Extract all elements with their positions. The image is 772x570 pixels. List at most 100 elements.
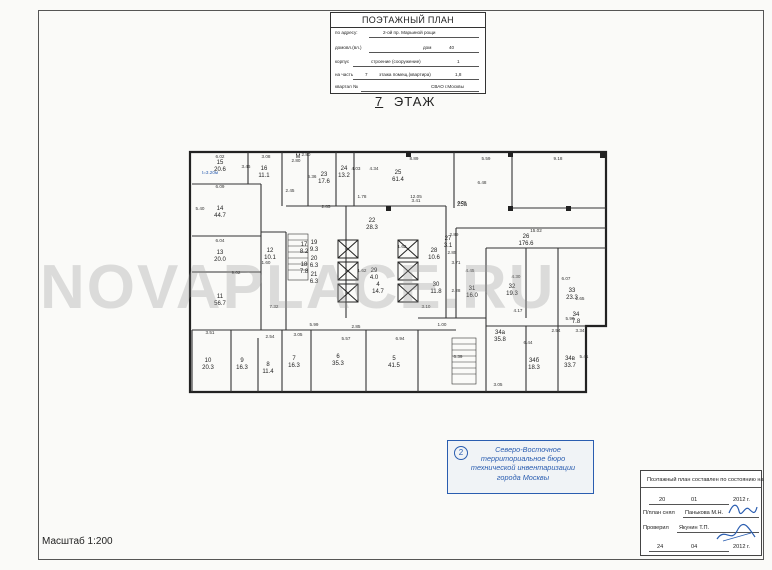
scale-label: Масштаб 1:200: [42, 536, 113, 547]
room-area: 19.3: [506, 291, 518, 297]
dimension-label: 6.36: [308, 174, 317, 179]
room-number: 25а: [457, 202, 468, 208]
date2-year: 2012 г.: [733, 544, 750, 550]
room-area: 20.0: [214, 257, 226, 263]
room-area: 16.3: [288, 363, 300, 369]
dimension-label: 5.40: [196, 206, 205, 211]
room-area: 3.1: [444, 243, 453, 249]
date2-day: 24: [657, 544, 664, 550]
dimension-label: 3.34: [576, 328, 585, 333]
room-number: 24: [341, 166, 348, 172]
date1-month: 01: [691, 497, 698, 503]
room-number: 12: [267, 248, 274, 254]
room-number: 17: [301, 242, 308, 248]
watermark: NOVAPLACE.RU: [40, 253, 556, 322]
dimension-label: 5.57: [342, 336, 351, 341]
room-number: М: [296, 154, 301, 160]
room-number: 27: [445, 236, 452, 242]
address-label: по адресу:: [335, 30, 358, 35]
dimension-label: 3.51: [206, 330, 215, 335]
room-area: 44.7: [214, 213, 226, 219]
room-number: 34: [573, 312, 580, 318]
house-label: домовл.(вл.): [335, 45, 362, 50]
room-number: 30: [433, 282, 440, 288]
planned-name: Панькова М.Н.: [685, 510, 724, 516]
columns: [386, 152, 606, 211]
dimension-label: 1.78: [358, 194, 367, 199]
dimension-label: 2.54: [552, 328, 561, 333]
dimension-label: 3.05: [294, 332, 303, 337]
room-area: 16.3: [236, 365, 248, 371]
dimension-label: 9.02: [232, 270, 241, 275]
dimension-label: 6.04: [216, 238, 225, 243]
room-area: 33.7: [564, 363, 576, 369]
room-area: 10.6: [428, 255, 440, 261]
date2-month: 04: [691, 544, 698, 550]
dimension-label: 9.18: [554, 156, 563, 161]
dimension-label: 2.89: [450, 232, 459, 237]
dimension-label: 7.32: [270, 304, 279, 309]
stroenie-label: строение (сооружение): [371, 59, 421, 64]
signoff-block: Поэтажный план составлен по состоянию на…: [640, 470, 764, 556]
dimension-label: 4.03: [352, 166, 361, 171]
dimension-label: 6.48: [478, 180, 487, 185]
room-number: 10: [205, 358, 212, 364]
room-area: 35.3: [332, 361, 344, 367]
room-area: 20.6: [214, 167, 226, 173]
drawing-frame: [38, 10, 764, 560]
dimension-label: 6.44: [524, 340, 533, 345]
dimension-label: 15.02: [530, 228, 542, 233]
room-number: 31: [469, 286, 476, 292]
stamp-line-4: города Москвы: [496, 472, 550, 482]
dimension-label: 6.94: [396, 336, 405, 341]
title-block: ПОЭТАЖНЫЙ ПЛАН по адресу: 2-ой пр. Марьи…: [330, 12, 486, 94]
room-area: 11.8: [430, 289, 442, 295]
room-area: 11.4: [262, 369, 274, 375]
room-area: 16.0: [466, 293, 478, 299]
room-area: 176.6: [518, 241, 534, 247]
room-number: 9: [240, 358, 244, 364]
dimension-label: 6.09: [216, 184, 225, 189]
dimension-label: 6.39: [454, 354, 463, 359]
room-number: 28: [431, 248, 438, 254]
dimension-label: 6.07: [562, 276, 571, 281]
part-value: 7: [365, 72, 368, 77]
stamp-line-1: Северо-Восточное: [495, 445, 561, 454]
dimension-label: 3.41: [412, 198, 421, 203]
planned-label: П/план снял: [643, 510, 675, 516]
room-number: 11: [217, 294, 224, 300]
room-area: 35.8: [494, 337, 506, 343]
dimension-label: 8.89: [410, 156, 419, 161]
dimension-label: 4.45: [466, 268, 475, 273]
room-area: 18.3: [528, 365, 540, 371]
dimension-label: 2.54: [266, 334, 275, 339]
room-area: 6.3: [310, 279, 319, 285]
dimension-label: 12.05: [410, 194, 422, 199]
room-area: 61.4: [392, 177, 404, 183]
dimension-label: 3.71: [452, 260, 461, 265]
dimension-label: 2.65: [576, 296, 585, 301]
dimension-label: 2.45: [286, 188, 295, 193]
room-area: 7.8: [300, 269, 309, 275]
room-area: 6.3: [310, 263, 319, 269]
room-number: 6: [336, 354, 340, 360]
room-number: 22: [369, 218, 376, 224]
stairs: [287, 233, 477, 385]
room-number: 33: [569, 288, 576, 294]
room-number: 32: [509, 284, 516, 290]
room-area: 41.5: [388, 363, 400, 369]
dimension-label: 2.08: [458, 200, 467, 205]
room-area: 17.6: [318, 179, 330, 185]
dimension-label: 3.46: [242, 164, 251, 169]
dimension-label: 2.85: [322, 204, 331, 209]
signature-2-icon: [716, 523, 756, 542]
room-number: 16: [261, 166, 268, 172]
dimension-label: 1.60: [262, 260, 271, 265]
dimension-label: 5.41: [580, 354, 589, 359]
room-number: 18: [301, 262, 308, 268]
dimension-label: 2.85: [352, 324, 361, 329]
stamp-line-2: территориальное бюро: [480, 454, 566, 464]
signoff-header: Поэтажный план составлен по состоянию на: [647, 477, 764, 483]
